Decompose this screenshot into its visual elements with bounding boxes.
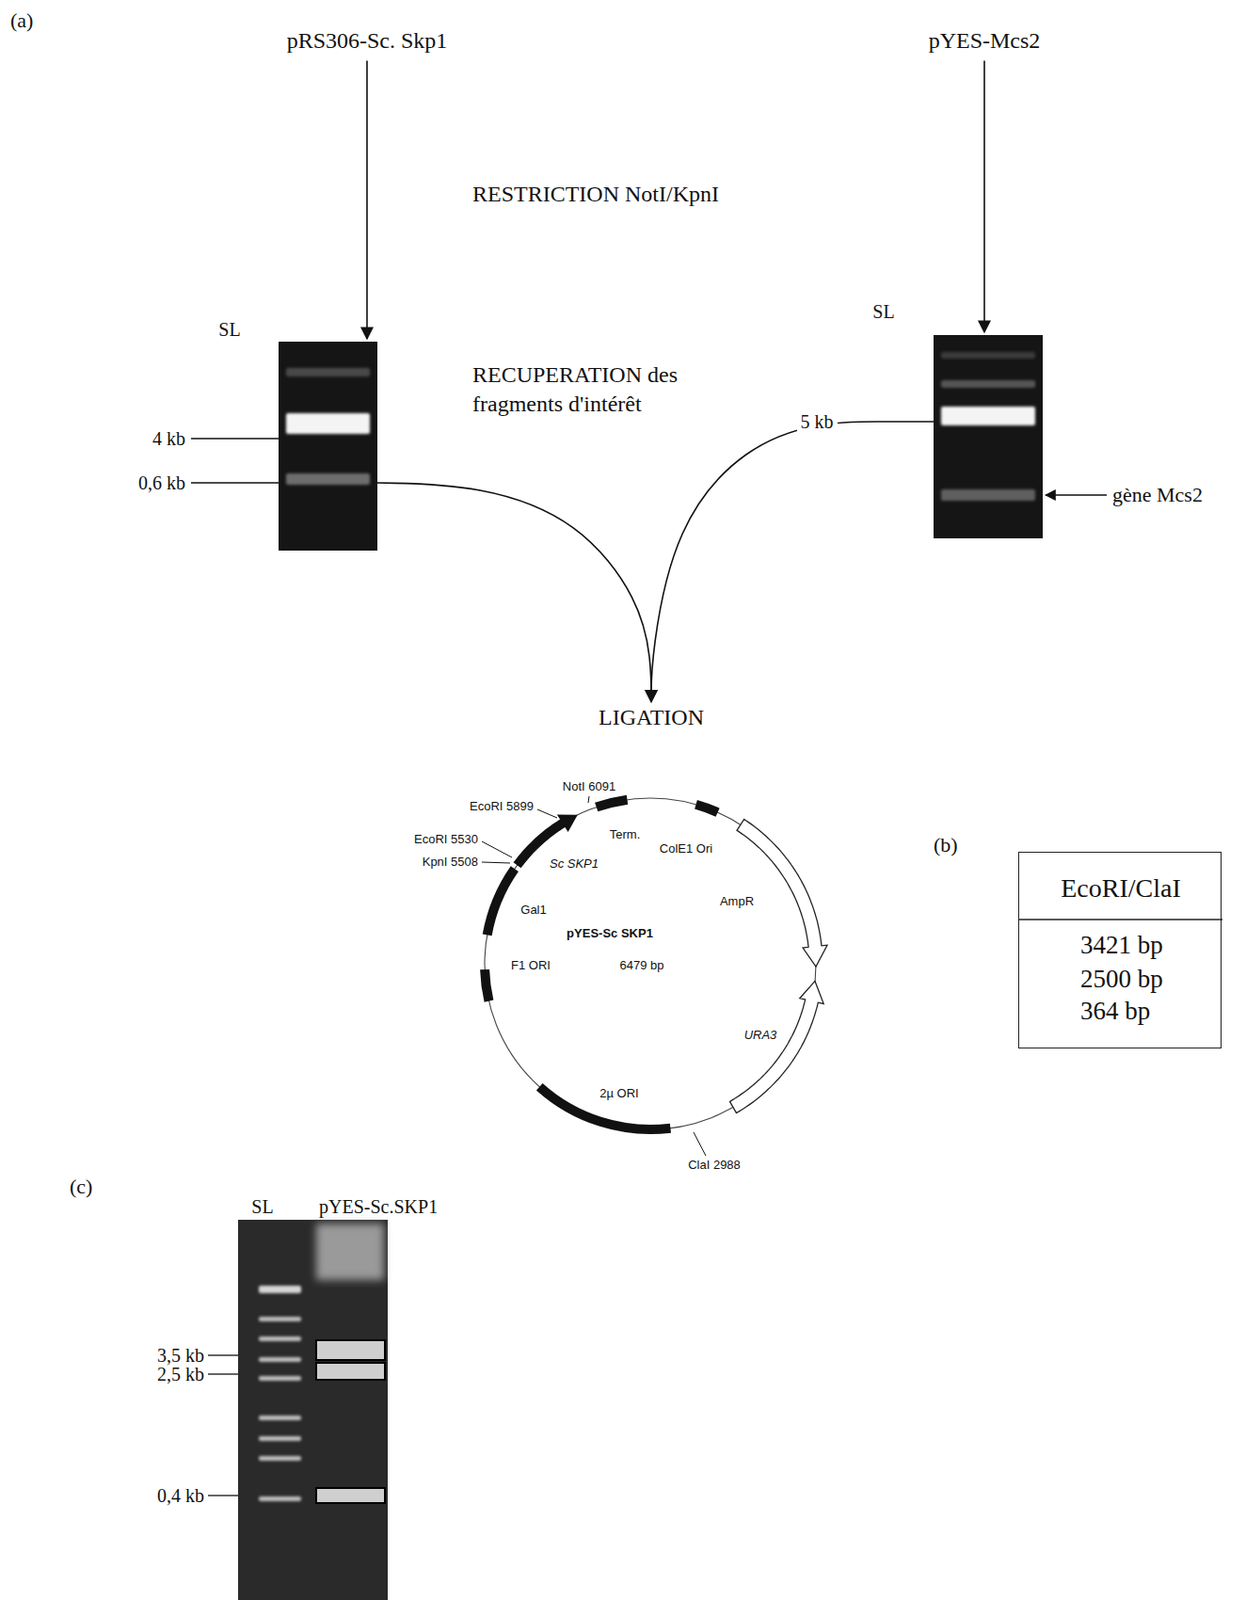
leader-line [481, 862, 511, 863]
dna-band [286, 367, 370, 377]
size-marker: 2,5 kb [157, 1363, 205, 1385]
size-marker: 5 kb [797, 411, 838, 432]
feature-label: F1 ORI [511, 958, 551, 973]
table-cell: 2500 bp [1080, 964, 1164, 993]
feature-label: 2µ ORI [599, 1086, 639, 1101]
flow-arrow [651, 421, 934, 703]
leader-line [191, 481, 279, 483]
size-marker: 4 kb [152, 428, 186, 449]
feature-label: ColE1 Ori [659, 842, 713, 856]
dna-band [258, 1357, 302, 1362]
leader-line [207, 1354, 239, 1356]
leader-line [481, 841, 512, 858]
plasmid-name: pYES-Mcs2 [928, 28, 1041, 54]
plasmid-name: pRS306-Sc. Skp1 [287, 28, 448, 54]
excised-band-box [316, 1340, 385, 1360]
table-header: EcoRI/ClaI [1060, 873, 1182, 903]
lane-label: SL [218, 319, 240, 340]
dna-band [941, 351, 1036, 359]
restriction-site: NotI 6091 [562, 780, 616, 794]
restriction-site: ClaI 2988 [687, 1158, 741, 1172]
gel-image [933, 335, 1043, 539]
flow-arrow [377, 482, 652, 703]
plasmid-size: 6479 bp [620, 958, 665, 974]
band-label: gène Mcs2 [1112, 483, 1203, 507]
resistance-arrow [736, 819, 828, 968]
node-text: pYES-Mcs2 [928, 28, 1041, 54]
size-marker: 0,6 kb [138, 472, 186, 494]
terminator-block [594, 795, 628, 813]
table-cell: 3421 bp [1080, 930, 1164, 959]
dna-band [941, 489, 1036, 501]
origin-block [479, 969, 494, 1003]
dna-band [286, 413, 370, 434]
table-rule [1019, 918, 1223, 921]
flow-arrow [983, 60, 986, 333]
dna-smear [316, 1223, 384, 1280]
step-label: LIGATION [598, 704, 704, 731]
agarose-gel: SLpYES-Sc.SKP1 [238, 1219, 388, 1600]
dna-band [941, 406, 1036, 426]
dna-band [258, 1336, 302, 1342]
node-text: LIGATION [598, 704, 704, 731]
dna-band [258, 1436, 302, 1441]
agarose-gel: SL [933, 335, 1043, 539]
dna-band [941, 380, 1036, 388]
feature-label: AmpR [719, 894, 754, 909]
restriction-site: EcoRI 5899 [469, 799, 534, 814]
agarose-gel: SL [278, 341, 378, 551]
feature-label: Sc SKP1 [549, 857, 599, 871]
origin-block [694, 799, 719, 817]
size-marker: 0,4 kb [157, 1485, 205, 1506]
panel-letter: (c) [69, 1175, 93, 1199]
feature-label: URA3 [744, 1028, 778, 1042]
lane-label: SL [251, 1196, 273, 1217]
table-cell: 364 bp [1080, 996, 1151, 1025]
leader-line [588, 796, 590, 803]
leader-line [693, 1132, 706, 1156]
dna-band [286, 473, 370, 485]
dna-band [258, 1415, 302, 1421]
leader-line [207, 1494, 239, 1496]
leader-line [537, 809, 558, 818]
feature-label: Term. [609, 828, 641, 842]
plasmid-title: pYES-Sc SKP1 [566, 926, 654, 942]
leader-line [207, 1373, 239, 1374]
dna-band [258, 1375, 302, 1381]
digest-table: EcoRI/ClaI 3421 bp 2500 bp 364 bp [1018, 851, 1222, 1049]
flow-arrow [366, 60, 368, 339]
excised-band-box [316, 1487, 385, 1503]
dna-band [258, 1316, 302, 1322]
feature-label: Gal1 [520, 903, 546, 917]
step-label: RECUPERATION des fragments d'intérêt [472, 360, 736, 419]
marker-arrow [730, 980, 825, 1113]
restriction-site: KpnI 5508 [422, 855, 479, 869]
dna-band [258, 1285, 302, 1294]
dna-band [258, 1496, 302, 1502]
origin-block [536, 1083, 671, 1135]
leader-line [191, 437, 279, 439]
promoter-block [482, 865, 519, 936]
node-text: pRS306-Sc. Skp1 [287, 28, 448, 54]
lane-label: SL [872, 301, 895, 322]
restriction-site: EcoRI 5530 [414, 832, 479, 847]
panel-letter: (b) [933, 833, 959, 857]
gel-image [238, 1219, 388, 1600]
step-label: RESTRICTION NotI/KpnI [472, 181, 719, 207]
excised-band-box [316, 1362, 385, 1380]
pointer-arrow [1045, 494, 1107, 496]
gel-image [278, 341, 378, 551]
lane-label: pYES-Sc.SKP1 [319, 1196, 438, 1217]
size-marker: 3,5 kb [157, 1344, 205, 1366]
dna-band [258, 1455, 302, 1461]
panel-letter: (a) [10, 9, 33, 32]
